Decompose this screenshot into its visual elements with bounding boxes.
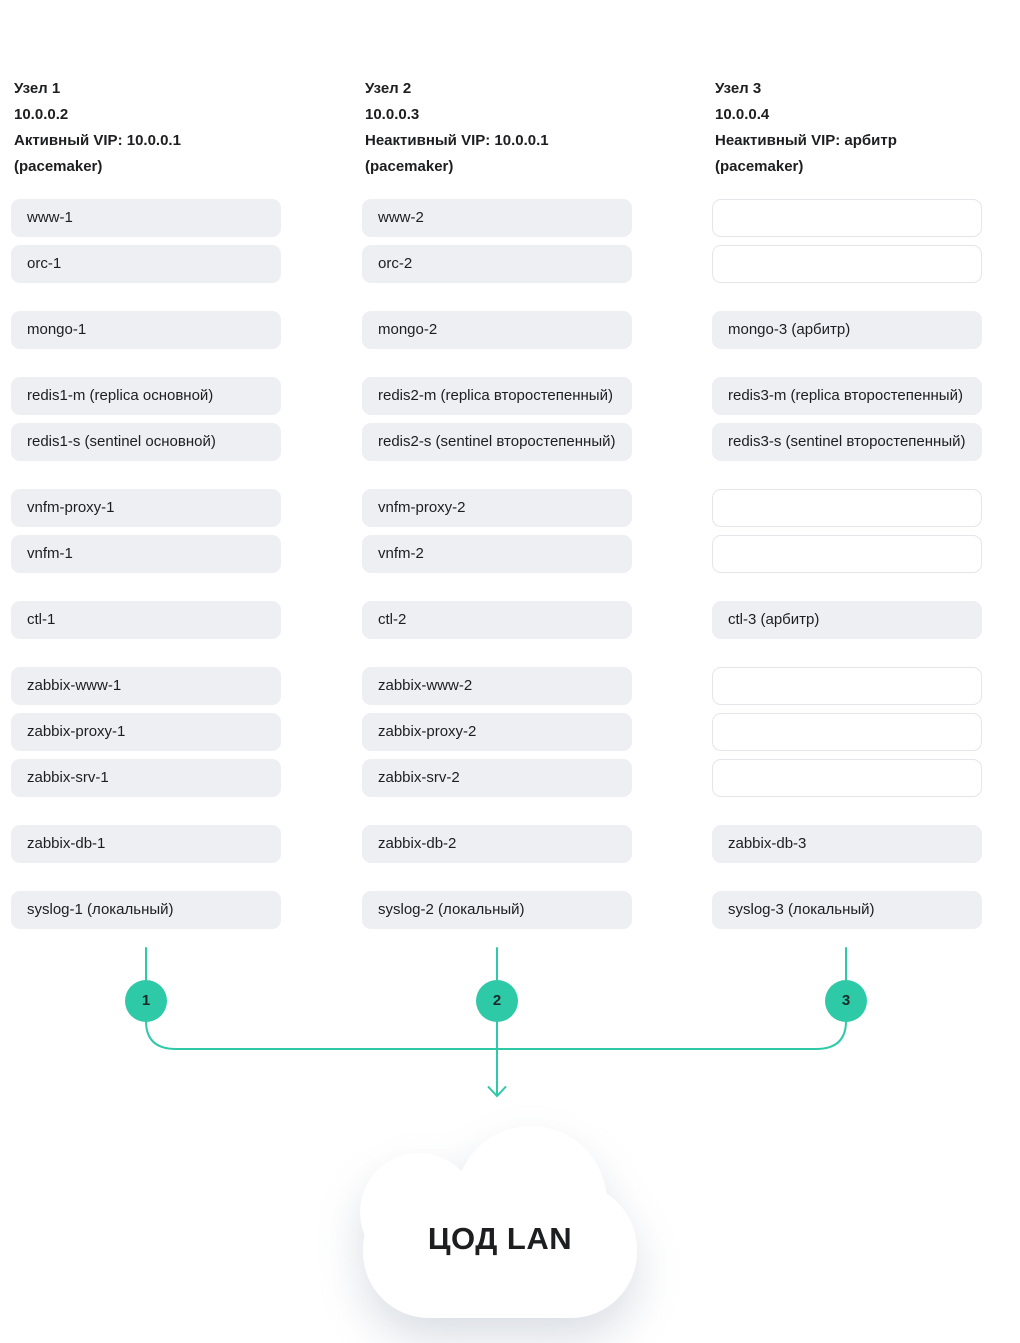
node-ip: 10.0.0.4 xyxy=(715,106,770,123)
service-box: mongo-1 xyxy=(11,311,281,349)
node-2-services: www-2 orc-2 mongo-2 redis2-m (replica вт… xyxy=(362,199,632,929)
node-2-header: Узел 2 10.0.0.3 Неактивный VIP: 10.0.0.1… xyxy=(365,76,549,180)
service-box: ctl-3 (арбитр) xyxy=(712,601,982,639)
service-box xyxy=(712,489,982,527)
service-box: vnfm-2 xyxy=(362,535,632,573)
node-title: Узел 3 xyxy=(715,80,762,97)
service-box xyxy=(712,245,982,283)
node-vip-status: Активный VIP: 10.0.0.1 xyxy=(14,132,181,149)
cloud-shape: ЦОД LAN xyxy=(355,1123,645,1323)
service-box: www-1 xyxy=(11,199,281,237)
service-box: vnfm-proxy-1 xyxy=(11,489,281,527)
node-cluster-label: (pacemaker) xyxy=(715,158,804,175)
service-box: zabbix-www-2 xyxy=(362,667,632,705)
service-box xyxy=(712,759,982,797)
service-box: redis3-m (replica второстепенный) xyxy=(712,377,982,415)
node-cluster-label: (pacemaker) xyxy=(365,158,454,175)
service-box: orc-2 xyxy=(362,245,632,283)
service-box: zabbix-proxy-2 xyxy=(362,713,632,751)
node-1-badge: 1 xyxy=(125,980,167,1022)
service-box: redis2-s (sentinel второстепенный) xyxy=(362,423,632,461)
node-cluster-label: (pacemaker) xyxy=(14,158,103,175)
node-title: Узел 1 xyxy=(14,80,61,97)
service-box: redis3-s (sentinel второстепенный) xyxy=(712,423,982,461)
node-vip-status: Неактивный VIP: 10.0.0.1 xyxy=(365,132,549,149)
service-box: vnfm-proxy-2 xyxy=(362,489,632,527)
service-box xyxy=(712,713,982,751)
service-box: syslog-2 (локальный) xyxy=(362,891,632,929)
node-title: Узел 2 xyxy=(365,80,412,97)
cloud-base xyxy=(363,1183,637,1318)
node-vip-status: Неактивный VIP: арбитр xyxy=(715,132,897,149)
service-box: zabbix-db-1 xyxy=(11,825,281,863)
service-box: redis1-m (replica основной) xyxy=(11,377,281,415)
cloud-label: ЦОД LAN xyxy=(427,1221,573,1256)
service-box xyxy=(712,535,982,573)
service-box xyxy=(712,667,982,705)
down-arrow-head xyxy=(487,1086,507,1098)
service-box: mongo-2 xyxy=(362,311,632,349)
node-ip: 10.0.0.2 xyxy=(14,106,69,123)
service-box: zabbix-www-1 xyxy=(11,667,281,705)
node-ip: 10.0.0.3 xyxy=(365,106,420,123)
service-box: zabbix-proxy-1 xyxy=(11,713,281,751)
node-1-services: www-1 orc-1 mongo-1 redis1-m (replica ос… xyxy=(11,199,281,929)
service-box: redis2-m (replica второстепенный) xyxy=(362,377,632,415)
service-box: www-2 xyxy=(362,199,632,237)
service-box: redis1-s (sentinel основной) xyxy=(11,423,281,461)
service-box xyxy=(712,199,982,237)
service-box: syslog-3 (локальный) xyxy=(712,891,982,929)
service-box: syslog-1 (локальный) xyxy=(11,891,281,929)
node-1-header: Узел 1 10.0.0.2 Активный VIP: 10.0.0.1 (… xyxy=(14,76,181,180)
node-2-badge: 2 xyxy=(476,980,518,1022)
service-box: ctl-2 xyxy=(362,601,632,639)
service-box: zabbix-db-3 xyxy=(712,825,982,863)
service-box: zabbix-srv-1 xyxy=(11,759,281,797)
service-box: mongo-3 (арбитр) xyxy=(712,311,982,349)
service-box: vnfm-1 xyxy=(11,535,281,573)
connector-lines xyxy=(145,947,847,1098)
service-box: zabbix-srv-2 xyxy=(362,759,632,797)
node-3-header: Узел 3 10.0.0.4 Неактивный VIP: арбитр (… xyxy=(715,76,897,180)
service-box: zabbix-db-2 xyxy=(362,825,632,863)
node-3-services: mongo-3 (арбитр) redis3-m (replica второ… xyxy=(712,199,982,929)
service-box: ctl-1 xyxy=(11,601,281,639)
service-box: orc-1 xyxy=(11,245,281,283)
node-3-badge: 3 xyxy=(825,980,867,1022)
